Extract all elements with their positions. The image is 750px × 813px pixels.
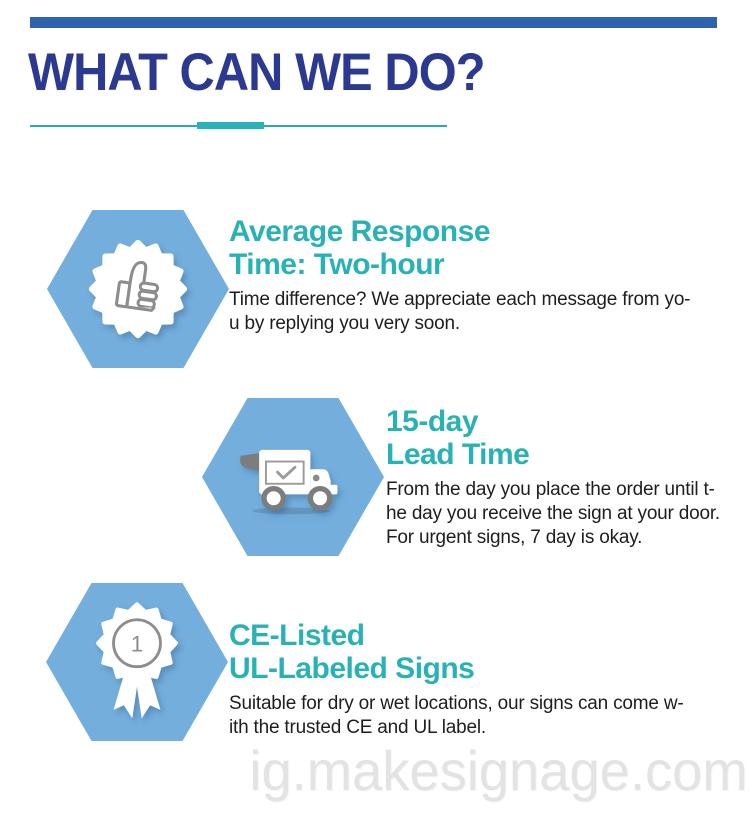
- feature-section-certified: CE-Listed UL-Labeled Signs Suitable for …: [229, 619, 739, 740]
- thumbs-up-badge-icon: [88, 239, 188, 339]
- section-body-line: u by replying you very soon.: [229, 313, 460, 334]
- divider-accent-segment: [197, 122, 264, 129]
- section-body-line: Time difference? We appreciate each mess…: [229, 289, 691, 310]
- section-title-line: Average Response: [229, 215, 491, 248]
- section-body-line: For urgent signs, 7 day is okay.: [386, 527, 643, 548]
- section-body-line: he day you receive the sign at your door…: [386, 503, 721, 524]
- top-accent-bar: [30, 17, 717, 28]
- section-body-line: Suitable for dry or wet locations, our s…: [229, 693, 684, 714]
- section-body-line: From the day you place the order until t…: [386, 479, 715, 500]
- section-title-line: Lead Time: [386, 438, 530, 471]
- award-medal-icon: 1: [96, 602, 178, 719]
- page-title: WHAT CAN WE DO?: [28, 43, 485, 102]
- section-title-line: CE-Listed: [229, 619, 365, 652]
- watermark-text: ig.makesignage.com: [249, 739, 748, 802]
- section-body-line: ith the trusted CE and UL label.: [229, 717, 486, 738]
- feature-hexagon-leadtime: [202, 398, 384, 556]
- section-title-line: 15-day: [386, 405, 479, 438]
- section-title-line: Time: Two-hour: [229, 248, 445, 281]
- feature-hexagon-certified: 1: [46, 583, 228, 741]
- section-body: From the day you place the order until t…: [386, 478, 746, 550]
- section-body: Suitable for dry or wet locations, our s…: [229, 692, 739, 740]
- section-body: Time difference? We appreciate each mess…: [229, 288, 729, 336]
- delivery-truck-icon: [240, 449, 338, 515]
- feature-hexagon-response: [47, 210, 229, 368]
- section-title-line: UL-Labeled Signs: [229, 652, 475, 685]
- feature-section-leadtime: 15-day Lead Time From the day you place …: [386, 405, 746, 550]
- medal-rank-number: 1: [131, 632, 144, 657]
- feature-section-response: Average Response Time: Two-hour Time dif…: [229, 215, 729, 336]
